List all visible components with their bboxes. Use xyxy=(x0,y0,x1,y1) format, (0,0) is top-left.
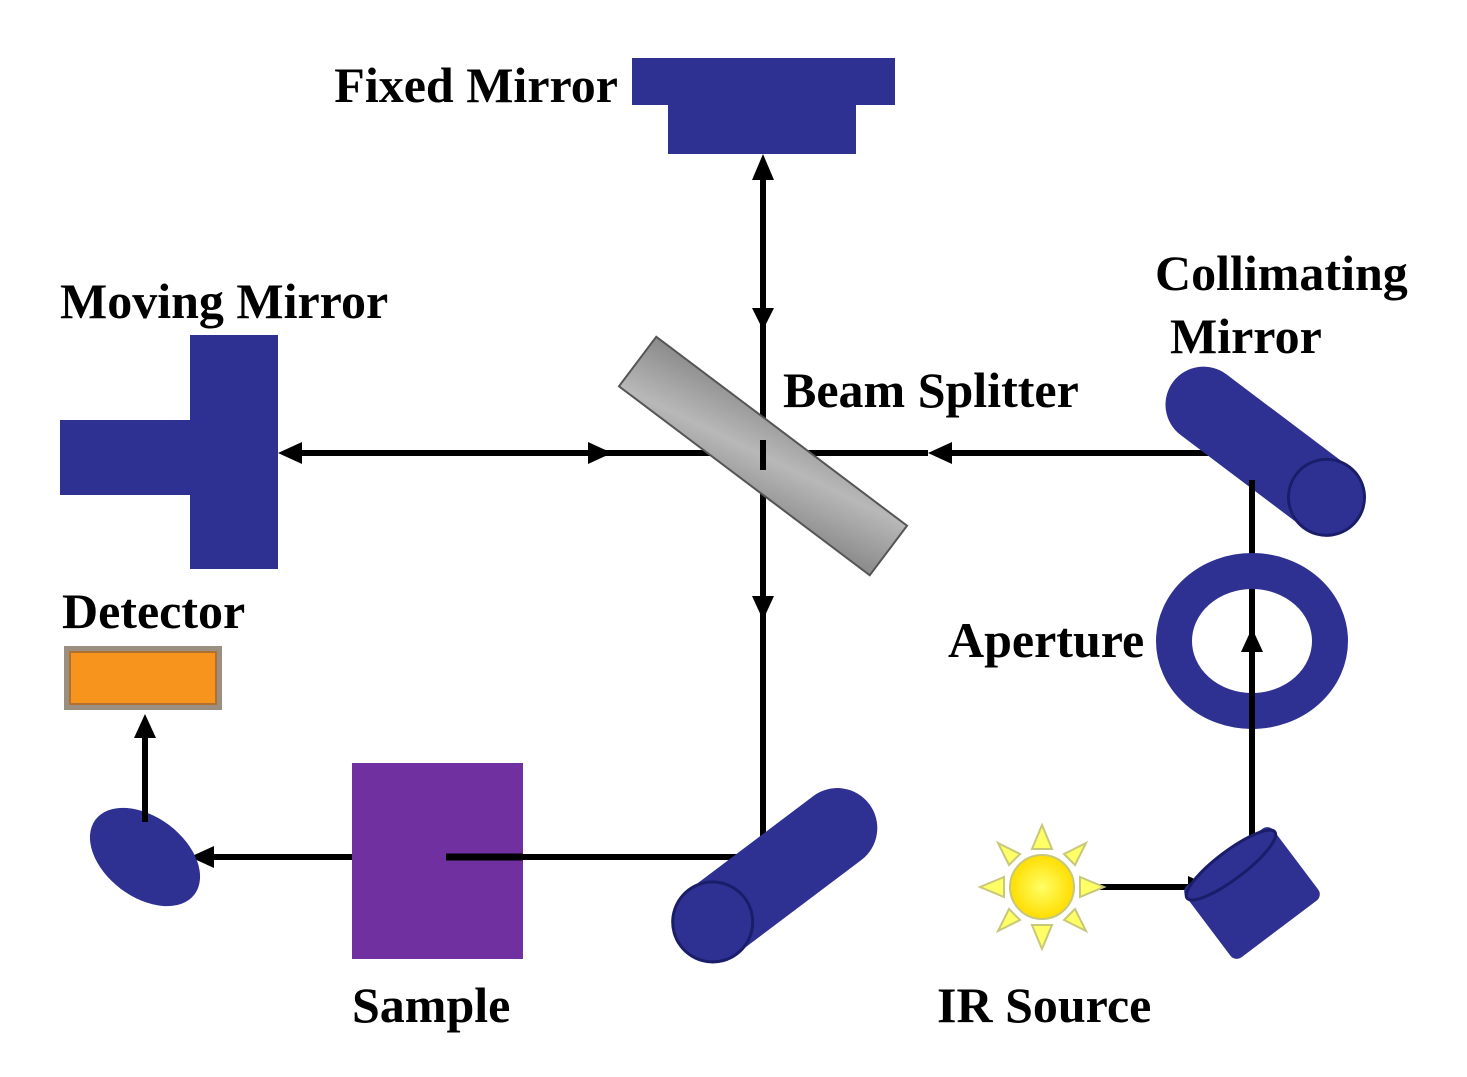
sample xyxy=(352,763,523,959)
beam-splitter-label: Beam Splitter xyxy=(783,362,1079,418)
moving-mirror-label: Moving Mirror xyxy=(60,273,388,329)
arrowhead-detector-mirror xyxy=(190,846,214,868)
arrowhead-detector xyxy=(134,714,156,738)
source-mirror xyxy=(1184,827,1320,959)
collimating-mirror-label-line1: Collimating xyxy=(1155,245,1408,301)
detector-label: Detector xyxy=(62,583,245,639)
arrowheads xyxy=(134,154,1263,898)
arrowhead-mid-horizontal xyxy=(588,442,612,464)
detector-mirror xyxy=(89,807,201,907)
fixed-mirror-label: Fixed Mirror xyxy=(334,57,618,113)
arrowhead-down-to-lower-mirror xyxy=(752,596,774,620)
ir-source-sun-icon xyxy=(977,822,1107,952)
collimating-mirror xyxy=(1165,366,1366,537)
lower-mirror xyxy=(671,788,878,964)
collimating-mirror-label-line2: Mirror xyxy=(1170,308,1322,364)
detector xyxy=(64,646,222,710)
moving-mirror xyxy=(60,335,278,569)
arrowhead-fixed-mirror-up xyxy=(752,154,774,180)
arrowhead-fixed-mirror-down xyxy=(752,308,774,330)
aperture-label: Aperture xyxy=(948,612,1144,668)
arrowhead-into-splitter xyxy=(928,442,952,464)
ir-source-label: IR Source xyxy=(937,977,1151,1033)
sample-label: Sample xyxy=(352,977,510,1033)
fixed-mirror xyxy=(632,58,895,154)
arrowhead-moving-mirror xyxy=(278,442,302,464)
